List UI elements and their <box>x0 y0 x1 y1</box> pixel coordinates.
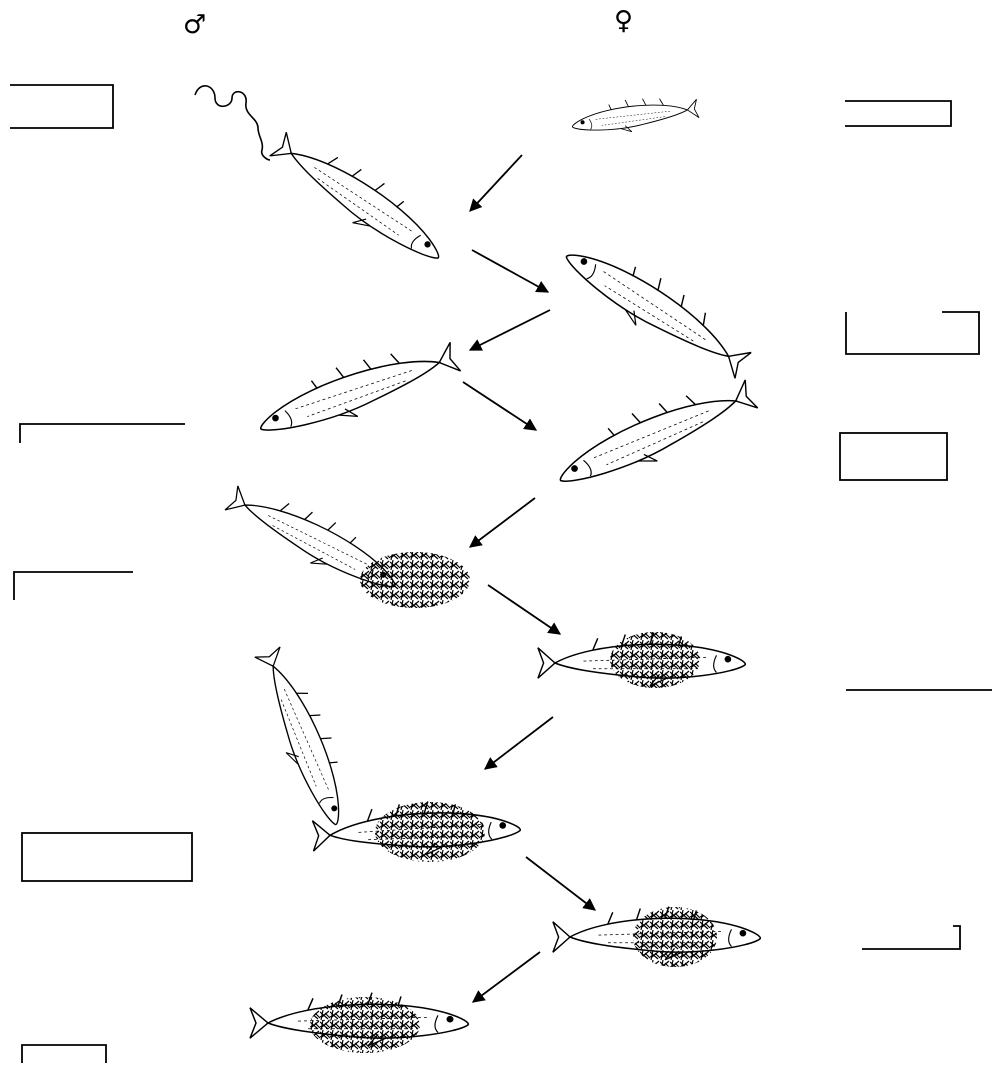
female-fish-1 <box>569 89 701 141</box>
arrow <box>471 249 550 293</box>
label-box <box>21 1044 107 1063</box>
label-box <box>10 84 114 129</box>
arrow <box>462 381 538 431</box>
female-fish-3 <box>546 365 762 501</box>
female-fish-2 <box>554 228 760 386</box>
arrow <box>468 309 551 351</box>
nest-weed <box>310 552 717 1053</box>
male-symbol: ♂ <box>183 10 207 40</box>
arrow <box>469 154 523 212</box>
arrow <box>487 584 562 635</box>
label-box <box>845 311 980 355</box>
label-box <box>13 571 133 600</box>
male-fish-1 <box>264 119 457 276</box>
label-box <box>21 832 193 882</box>
label-box <box>862 925 961 950</box>
female-symbol: ♀ <box>614 6 634 36</box>
label-boxes-right <box>839 100 992 950</box>
zigzag-path <box>194 85 271 161</box>
arrows <box>462 154 596 1003</box>
male-fish-4 <box>247 641 363 833</box>
label-box <box>19 423 185 443</box>
label-box <box>839 432 948 481</box>
arrow <box>471 951 541 1003</box>
label-box <box>845 100 952 127</box>
arrow <box>525 856 596 911</box>
arrow <box>468 497 536 548</box>
arrow <box>483 716 554 770</box>
male-fish-2 <box>249 327 464 450</box>
label-boxes-left <box>10 84 193 1063</box>
